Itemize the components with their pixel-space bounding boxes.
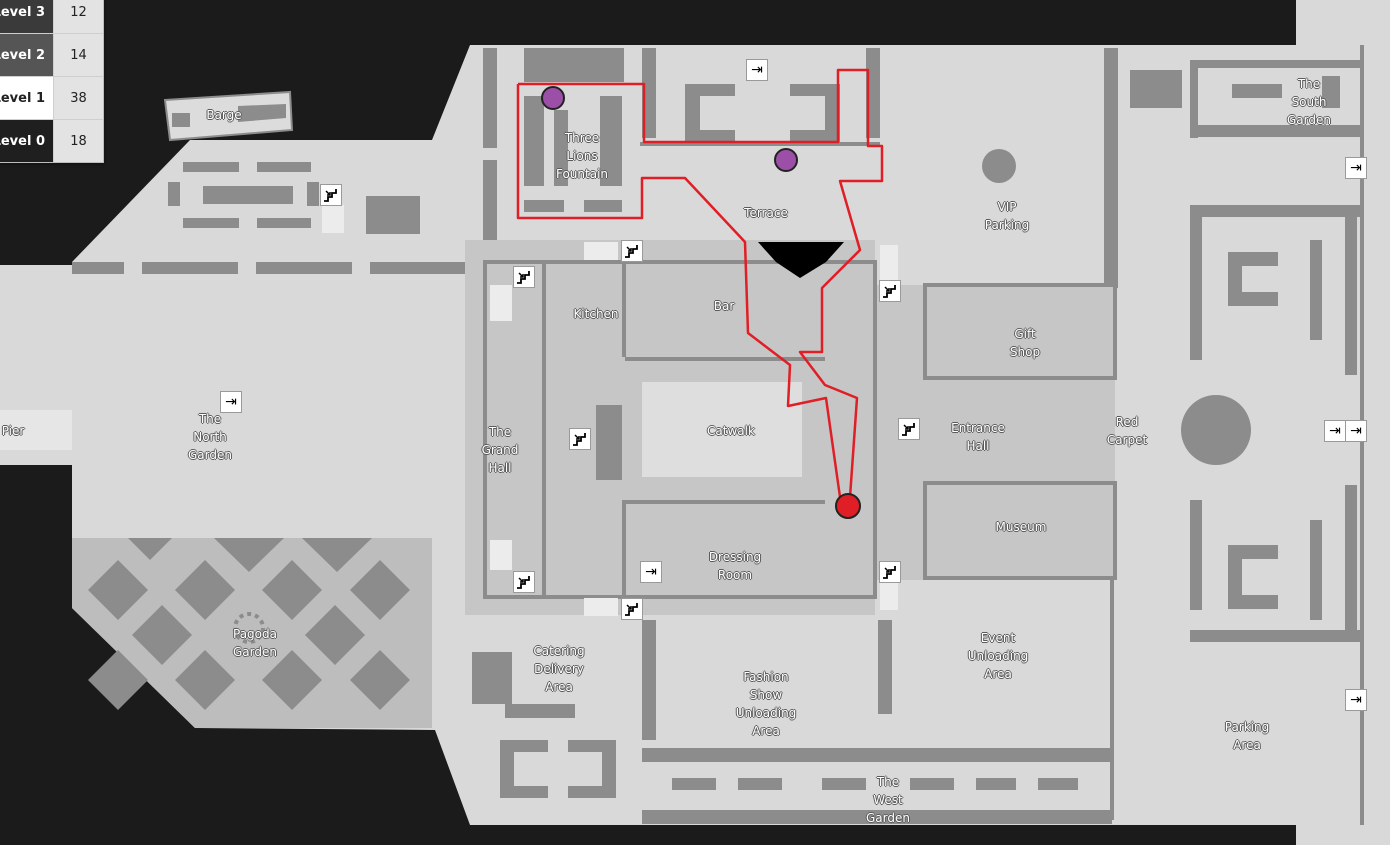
exit-door-icon[interactable]: ⇥ — [746, 59, 768, 81]
poi-marker-terrace — [774, 148, 798, 172]
level-count: 12 — [53, 0, 103, 33]
level-row-0[interactable]: Level 0 18 — [0, 119, 103, 162]
pagoda-ground — [72, 538, 432, 728]
catwalk-floor — [642, 382, 802, 477]
stairs-icon[interactable] — [621, 598, 643, 620]
stairs-icon[interactable] — [898, 418, 920, 440]
red-carpet-roundabout — [1181, 395, 1251, 465]
level-name: Level 1 — [0, 77, 53, 119]
level-selector: Level 3 12 Level 2 14 Level 1 38 Level 0… — [0, 0, 104, 163]
stairs-icon[interactable] — [320, 184, 342, 206]
origin-marker — [835, 493, 861, 519]
level-count: 38 — [53, 77, 103, 119]
exit-door-icon[interactable]: ⇥ — [1324, 420, 1346, 442]
vip-fountain — [982, 149, 1016, 183]
level-count: 14 — [53, 34, 103, 76]
level-name: Level 3 — [0, 0, 53, 33]
pier-walkway — [0, 410, 72, 450]
level-name: Level 0 — [0, 120, 53, 162]
exit-door-icon[interactable]: ⇥ — [1345, 157, 1367, 179]
exit-door-icon[interactable]: ⇥ — [1345, 689, 1367, 711]
poi-marker-fountain — [541, 86, 565, 110]
exit-door-icon[interactable]: ⇥ — [220, 391, 242, 413]
stairs-icon[interactable] — [569, 428, 591, 450]
level-row-1[interactable]: Level 1 38 — [0, 76, 103, 119]
route-overlay — [516, 68, 884, 498]
terrace-stage — [758, 242, 844, 278]
barge-shape — [163, 90, 294, 142]
level-row-2[interactable]: Level 2 14 — [0, 33, 103, 76]
level-count: 18 — [53, 120, 103, 162]
stairs-icon[interactable] — [621, 240, 643, 262]
stairs-icon[interactable] — [879, 280, 901, 302]
level-name: Level 2 — [0, 34, 53, 76]
stairs-icon[interactable] — [513, 571, 535, 593]
exit-door-icon[interactable]: ⇥ — [640, 561, 662, 583]
level-row-3[interactable]: Level 3 12 — [0, 0, 103, 33]
exit-door-icon[interactable]: ⇥ — [1345, 420, 1367, 442]
stairs-icon[interactable] — [879, 561, 901, 583]
stairs-icon[interactable] — [513, 266, 535, 288]
